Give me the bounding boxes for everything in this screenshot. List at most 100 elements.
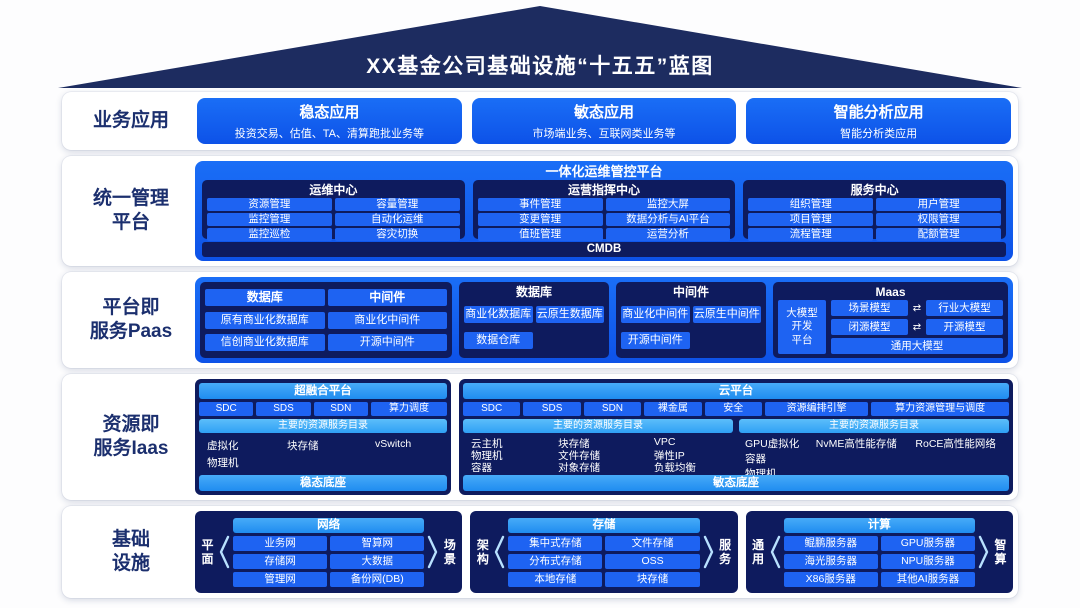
mgmt-item: 值班管理	[477, 228, 603, 241]
compute-header: 计算	[783, 517, 975, 533]
capability-chip: SDC	[199, 402, 254, 416]
management-area: 一体化运维管控平台 运维中心 资源管理 容量管理 监控管理 自动化运维 监控巡检…	[195, 161, 1013, 261]
app-title: 稳态应用	[299, 104, 360, 121]
service-label: GPU虚拟化	[745, 438, 800, 450]
stable-base-bar: 稳态底座	[199, 475, 447, 491]
mgmt-item: 配额管理	[876, 228, 1002, 241]
maas-body: 大模型 开发 平台 场景模型 ⇄ 行业大模型	[778, 300, 1003, 354]
mgmt-item: 流程管理	[748, 228, 874, 241]
paas-item: 开源中间件	[327, 334, 447, 352]
cmdb-bar: CMDB	[202, 242, 1006, 257]
model-pair: 闭源模型 ⇄ 开源模型	[831, 319, 1003, 335]
middleware-grid: 商业化中间件 云原生中间件 开源中间件	[621, 300, 761, 355]
row-label-line: 服务Iaas	[93, 438, 169, 459]
capability-chip: SDS	[256, 402, 311, 416]
app-subtitle: 智能分析类应用	[840, 128, 918, 140]
side-label-right: 智算	[994, 537, 1007, 566]
infra-item: 分布式存储	[508, 553, 603, 569]
panel-header: 数据库	[515, 285, 552, 299]
side-label-left: 平面	[201, 537, 214, 566]
row-label-line: 基础	[111, 528, 150, 550]
mgmt-item: 运营分析	[605, 228, 731, 241]
ops-center-grid: 资源管理 容量管理 监控管理 自动化运维 监控巡检 容灾切换	[207, 198, 460, 241]
ops-command-grid: 事件管理 监控大屏 变更管理 数据分析与AI平台 值班管理 运营分析	[477, 198, 731, 241]
paas-item: 商业化中间件	[621, 306, 690, 324]
cloud-catalog-bar-right: 主要的资源服务目录	[739, 419, 1009, 433]
paas-item: 云原生中间件	[692, 306, 761, 324]
chevron-left-icon	[219, 535, 230, 569]
row-label-line: 设施	[111, 553, 150, 574]
storage-center: 存储 集中式存储 文件存储 分布式存储 OSS 本地存储 块存储	[508, 517, 700, 587]
panel-header: 中间件	[672, 285, 709, 299]
centers-row: 运维中心 资源管理 容量管理 监控管理 自动化运维 监控巡检 容灾切换	[202, 180, 1007, 241]
chevron-right-icon	[703, 535, 713, 569]
cloud-capabilities: SDC SDS SDN 裸金属 安全 资源编排引擎 算力资源管理与调度	[463, 402, 1009, 416]
ops-platform-title: 一体化运维管控平台	[545, 164, 663, 179]
panel-middleware: 中间件 商业化中间件 云原生中间件 开源中间件	[616, 282, 766, 358]
chevron-left-icon	[770, 535, 780, 569]
infra-item: 智算网	[330, 535, 425, 551]
panel-cloud: 云平台 SDC SDS SDN 裸金属 安全 资源编排引擎 算力资源管理与调度 …	[459, 379, 1013, 495]
app-title: 智能分析应用	[833, 104, 924, 121]
capability-chip: 算力资源管理与调度	[871, 402, 1009, 416]
service-label: 物理机	[471, 450, 503, 460]
swap-arrows-icon: ⇄	[912, 302, 922, 314]
row-business-apps: 业务应用 稳态应用 投资交易、估值、TA、清算跑批业务等 敏态应用 市场端业务、…	[62, 92, 1018, 150]
app-box-agile: 敏态应用 市场端业务、互联网类业务等	[471, 98, 737, 144]
network-center: 网络 业务网 智算网 存储网 大数据 管理网 备份网(DB)	[233, 517, 425, 587]
service-label: 物理机	[207, 457, 239, 469]
panel-database: 数据库 商业化数据库 云原生数据库 数据仓库	[459, 282, 609, 358]
panel-storage: 架构 存储 集中式存储 文件存储 分布式存储 OSS 本地存储 块存储	[470, 511, 738, 593]
cloud-catalog-bar-left: 主要的资源服务目录	[463, 419, 733, 433]
service-label: 对象存储	[558, 462, 601, 472]
paas-container: 数据库 中间件 原有商业化数据库 商业化中间件 信创商业化数据库 开源中间件 数…	[195, 277, 1013, 363]
cloud-header: 云平台	[463, 383, 1009, 399]
model-chip: 闭源模型	[831, 319, 908, 335]
service-label: vSwitch	[375, 438, 412, 450]
side-label-right: 服务	[719, 537, 732, 566]
mgmt-item: 监控大屏	[605, 198, 731, 211]
service-center-grid: 组织管理 用户管理 项目管理 权限管理 流程管理 配额管理	[748, 198, 1002, 241]
cloud-services-left: 云主机 块存储 VPC 物理机 文件存储 弹性IP 容器 对象存储 负载均衡	[463, 436, 733, 472]
panel-ops-center: 运维中心 资源管理 容量管理 监控管理 自动化运维 监控巡检 容灾切换	[202, 180, 465, 241]
infra-item: X86服务器	[783, 571, 878, 587]
mgmt-item: 组织管理	[748, 198, 874, 211]
app-box-stable: 稳态应用 投资交易、估值、TA、清算跑批业务等	[197, 98, 462, 144]
row-label-paas: 平台即服务Paas	[67, 277, 195, 363]
llm-dev-platform-box: 大模型 开发 平台	[778, 300, 826, 354]
row-label-line: 平台即	[102, 296, 160, 318]
llm-dev-line: 平台	[791, 333, 813, 346]
mgmt-item: 资源管理	[207, 198, 332, 211]
paas-item: 开源中间件	[621, 331, 690, 349]
row-label-line: 统一管理	[92, 187, 169, 209]
panel-maas: Maas 大模型 开发 平台 场景模型 ⇄ 行	[773, 282, 1008, 358]
service-label: 弹性IP	[653, 450, 685, 460]
row-label-line: 平台	[111, 212, 150, 233]
panel-ops-command-center: 运营指挥中心 事件管理 监控大屏 变更管理 数据分析与AI平台 值班管理 运营分…	[472, 180, 736, 241]
infra-item: 管理网	[233, 571, 328, 587]
capability-chip: 安全	[704, 402, 762, 416]
storage-header: 存储	[508, 517, 700, 533]
row-label-line: 资源即	[102, 413, 160, 435]
cloud-catalog-row: 主要的资源服务目录 主要的资源服务目录	[463, 419, 1009, 433]
service-label: RoCE高性能网络	[915, 438, 996, 450]
ops-platform-container: 一体化运维管控平台 运维中心 资源管理 容量管理 监控管理 自动化运维 监控巡检…	[195, 161, 1013, 261]
compute-grid: 鲲鹏服务器 GPU服务器 海光服务器 NPU服务器 X86服务器 其他AI服务器	[783, 535, 975, 587]
service-label: 容器	[745, 453, 766, 465]
mgmt-item: 容灾切换	[334, 228, 460, 241]
model-chip: 行业大模型	[926, 300, 1003, 316]
app-title: 敏态应用	[574, 104, 635, 121]
cloud-services-right: GPU虚拟化 NvME高性能存储 RoCE高性能网络 容器 物理机	[739, 436, 1009, 480]
network-grid: 业务网 智算网 存储网 大数据 管理网 备份网(DB)	[233, 535, 425, 587]
infra-item: 鲲鹏服务器	[783, 535, 878, 551]
network-header: 网络	[233, 517, 425, 533]
row-label-business: 业务应用	[67, 97, 195, 145]
panel-hci: 超融合平台 SDC SDS SDN 算力调度 主要的资源服务目录 虚拟化 块存储…	[195, 379, 451, 495]
mgmt-item: 容量管理	[334, 198, 460, 211]
service-label: VPC	[653, 436, 676, 448]
service-label: 块存储	[287, 440, 319, 452]
infra-item: NPU服务器	[880, 553, 975, 569]
mgmt-item: 用户管理	[876, 198, 1002, 211]
infra-item: 大数据	[330, 553, 425, 569]
